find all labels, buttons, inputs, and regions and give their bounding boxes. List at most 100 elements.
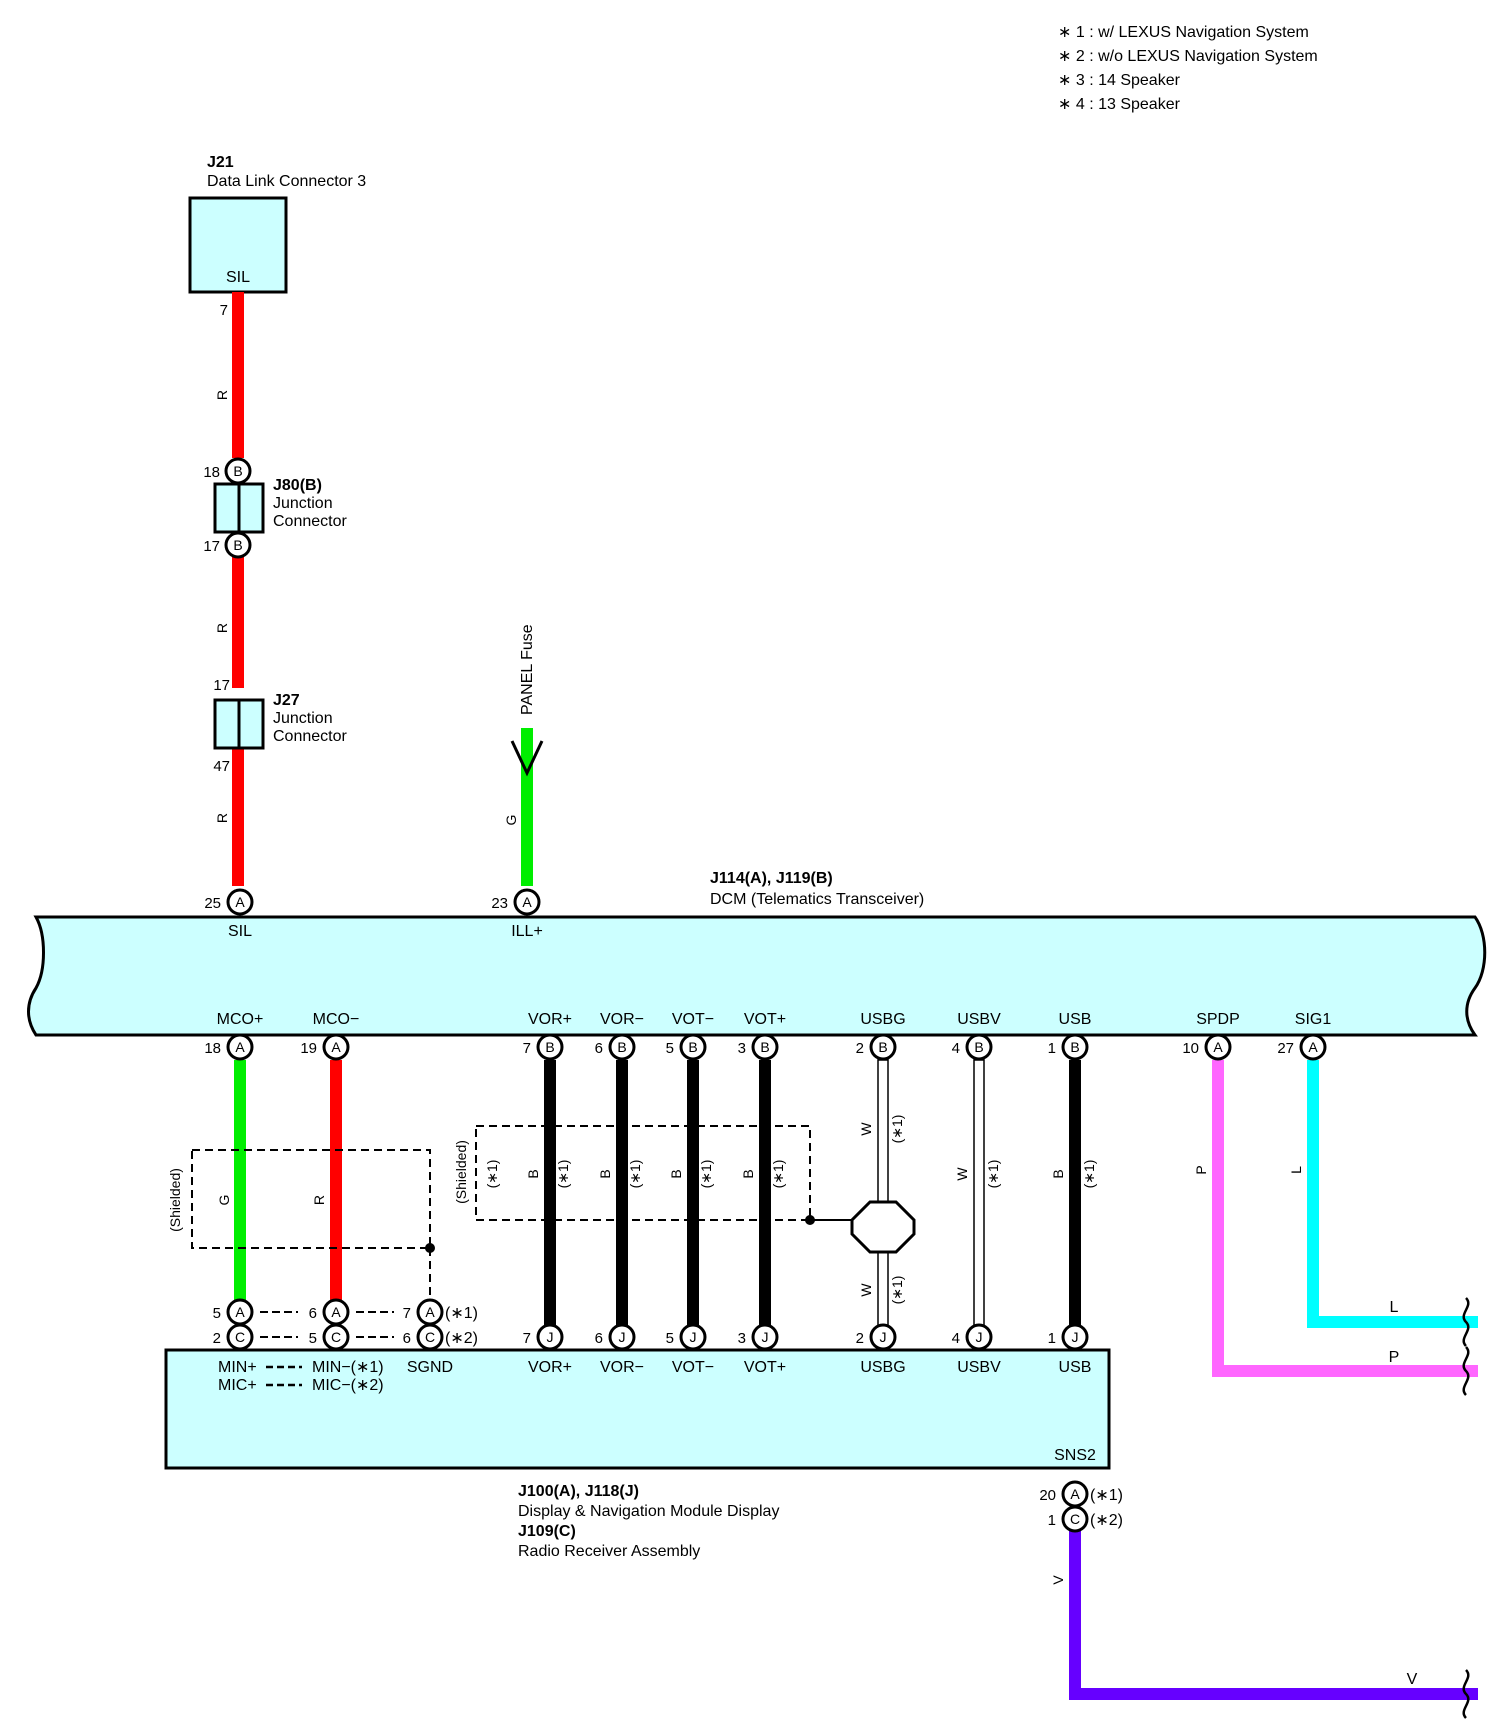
dcm-label-usbv: USBV bbox=[957, 1011, 1001, 1028]
dcm-pin-circle-usbv bbox=[965, 1033, 993, 1061]
dcm-pin-num-18: 18 bbox=[204, 1040, 221, 1057]
disp-pin-letter-c5: C bbox=[331, 1329, 341, 1345]
offpage-l-break-icon bbox=[1462, 1297, 1470, 1347]
wire-color-mco-plus: G bbox=[216, 1195, 232, 1206]
dcm-label-vor-plus: VOR+ bbox=[528, 1011, 572, 1028]
dcm-label-usb: USB bbox=[1059, 1011, 1092, 1028]
wire-color-r2: R bbox=[214, 623, 230, 633]
dcm-pin-letter-usbv: B bbox=[974, 1039, 983, 1055]
offpage-p-label: P bbox=[1389, 1349, 1400, 1366]
dcm-pin-circle-spdp bbox=[1204, 1033, 1232, 1061]
dcm-pin-sil-label: SIL bbox=[228, 923, 252, 940]
dcm-pin-num-4: 4 bbox=[952, 1040, 960, 1057]
j80-pin-top: 18 bbox=[203, 464, 220, 481]
wire-note-usbv: (∗1) bbox=[985, 1160, 1001, 1189]
sil-wire: R R R bbox=[214, 292, 244, 886]
dcm-label-mco-minus: MCO− bbox=[313, 1011, 360, 1028]
j80-pin-bottom: 17 bbox=[203, 538, 220, 555]
shield-mco-junction-dot bbox=[425, 1243, 435, 1253]
j80-id: J80(B) bbox=[273, 477, 322, 494]
dcm-pin-sil-circle bbox=[226, 888, 254, 916]
disp-pin-letter-j4: J bbox=[976, 1329, 983, 1345]
shield-vor-vot: (Shielded) (∗1) B (∗1) B (∗1) B (∗1) B (… bbox=[453, 1125, 858, 1225]
dcm-pin-ill-letter: A bbox=[522, 894, 532, 910]
wires-middle bbox=[234, 1059, 1478, 1377]
sns2-pin-num-c1: 1 bbox=[1048, 1512, 1056, 1529]
dcm-pin-letter-usbg: B bbox=[878, 1039, 887, 1055]
disp-label-sns2: SNS2 bbox=[1054, 1447, 1096, 1464]
shield-mco: (Shielded) G R bbox=[167, 1149, 435, 1318]
shield-vor-note: (∗1) bbox=[484, 1160, 500, 1189]
dcm-pin-circle-vor-minus bbox=[608, 1033, 636, 1061]
display-module: MIN+ MIN−(∗1) MIC+ MIC−(∗2) SGND VOR+ VO… bbox=[164, 1348, 1111, 1560]
dcm-label-spdp: SPDP bbox=[1196, 1011, 1240, 1028]
usb-wire-labels: W (∗1) W (∗1) W (∗1) B (∗1) P L bbox=[858, 1115, 1304, 1305]
dcm-pin-ill-label: ILL+ bbox=[511, 923, 543, 940]
dcm-label-usbg: USBG bbox=[860, 1011, 905, 1028]
wire-color-spdp: P bbox=[1193, 1165, 1209, 1174]
wire-note-vot-minus: (∗1) bbox=[698, 1160, 714, 1189]
disp-pin-letter-c2: C bbox=[235, 1329, 245, 1345]
disp-label-mic-plus: MIC+ bbox=[218, 1377, 257, 1394]
wire-color-vor-plus: B bbox=[525, 1169, 541, 1178]
fuse-arrow-icon bbox=[510, 740, 544, 777]
fuse-label: PANEL Fuse bbox=[519, 624, 536, 715]
dcm-pin-num-27: 27 bbox=[1277, 1040, 1294, 1057]
dcm-pin-letter-sig1: A bbox=[1308, 1039, 1318, 1055]
wire-note-usbg-top: (∗1) bbox=[889, 1115, 905, 1144]
wire-color-vot-plus: B bbox=[740, 1169, 756, 1178]
j27-name-2: Connector bbox=[273, 728, 347, 745]
sns2-pin-note-c1: (∗2) bbox=[1090, 1512, 1123, 1529]
sns2-wire: 20 A (∗1) 1 C (∗2) V V bbox=[1039, 1480, 1478, 1719]
offpage-l-label: L bbox=[1390, 1299, 1399, 1316]
dcm-name: DCM (Telematics Transceiver) bbox=[710, 891, 924, 908]
disp-label-usbv: USBV bbox=[957, 1359, 1001, 1376]
wire-color-usbg-top: W bbox=[858, 1122, 874, 1136]
disp-pin-letter-a5: A bbox=[235, 1304, 245, 1320]
dcm-label-mco-plus: MCO+ bbox=[217, 1011, 264, 1028]
wire-color-sig1: L bbox=[1288, 1166, 1304, 1174]
dcm-pin-circle-vor-plus bbox=[536, 1033, 564, 1061]
display-name: Display & Navigation Module Display bbox=[518, 1503, 779, 1520]
dcm-pin-circle-mco-plus bbox=[226, 1033, 254, 1061]
dcm-pin-ill-num: 23 bbox=[491, 895, 508, 912]
dcm-pin-num-7: 7 bbox=[523, 1040, 531, 1057]
sns2-pin-num-a20: 20 bbox=[1039, 1487, 1056, 1504]
disp-pin-num-j6: 6 bbox=[595, 1330, 603, 1347]
note-2: ∗ 2 : w/o LEXUS Navigation System bbox=[1058, 48, 1318, 65]
disp-pin-num-j5: 5 bbox=[666, 1330, 674, 1347]
disp-label-min-minus: MIN−(∗1) bbox=[312, 1359, 384, 1376]
disp-pin-letter-a7: A bbox=[425, 1304, 435, 1320]
wire-sig1 bbox=[1307, 1060, 1478, 1328]
j21-id: J21 bbox=[207, 154, 234, 171]
dcm-pin-num-2: 2 bbox=[856, 1040, 864, 1057]
dcm-pin-circle-vot-plus bbox=[751, 1033, 779, 1061]
disp-pin-note-c6: (∗2) bbox=[445, 1330, 478, 1347]
wire-usbg-top bbox=[877, 1059, 889, 1205]
dcm-pin-circle-sig1 bbox=[1299, 1033, 1327, 1061]
wire-usbv bbox=[973, 1059, 985, 1344]
display-name-2: Radio Receiver Assembly bbox=[518, 1543, 700, 1560]
display-pins: 5 A 6 A 7 A (∗1) 2 C 5 C 6 C (∗2) 7 J 6 … bbox=[213, 1298, 1089, 1351]
disp-pin-letter-j6: J bbox=[619, 1329, 626, 1345]
wire-spdp bbox=[1212, 1060, 1478, 1377]
wire-color-r1: R bbox=[214, 390, 230, 400]
sns2-pin-letter-a20: A bbox=[1070, 1486, 1080, 1502]
disp-label-vor-plus: VOR+ bbox=[528, 1359, 572, 1376]
wire-color-usbv: W bbox=[954, 1167, 970, 1181]
dcm-pin-num-19: 19 bbox=[300, 1040, 317, 1057]
disp-pin-num-c5: 5 bbox=[309, 1330, 317, 1347]
disp-pin-letter-j7: J bbox=[547, 1329, 554, 1345]
shield-vor-label: (Shielded) bbox=[453, 1140, 469, 1204]
j27-pin-bottom: 47 bbox=[213, 758, 230, 775]
dcm-id: J114(A), J119(B) bbox=[710, 870, 833, 887]
panel-fuse-wire: PANEL Fuse G bbox=[503, 624, 544, 886]
disp-label-min-plus: MIN+ bbox=[218, 1359, 257, 1376]
wire-note-vor-plus: (∗1) bbox=[555, 1160, 571, 1189]
disp-pin-note-a7: (∗1) bbox=[445, 1305, 478, 1322]
j21-name: Data Link Connector 3 bbox=[207, 173, 366, 190]
note-1: ∗ 1 : w/ LEXUS Navigation System bbox=[1058, 24, 1309, 41]
j21-pin-number: 7 bbox=[220, 302, 228, 319]
offpage-lp: L P bbox=[1389, 1297, 1470, 1396]
disp-pin-num-c2: 2 bbox=[213, 1330, 221, 1347]
